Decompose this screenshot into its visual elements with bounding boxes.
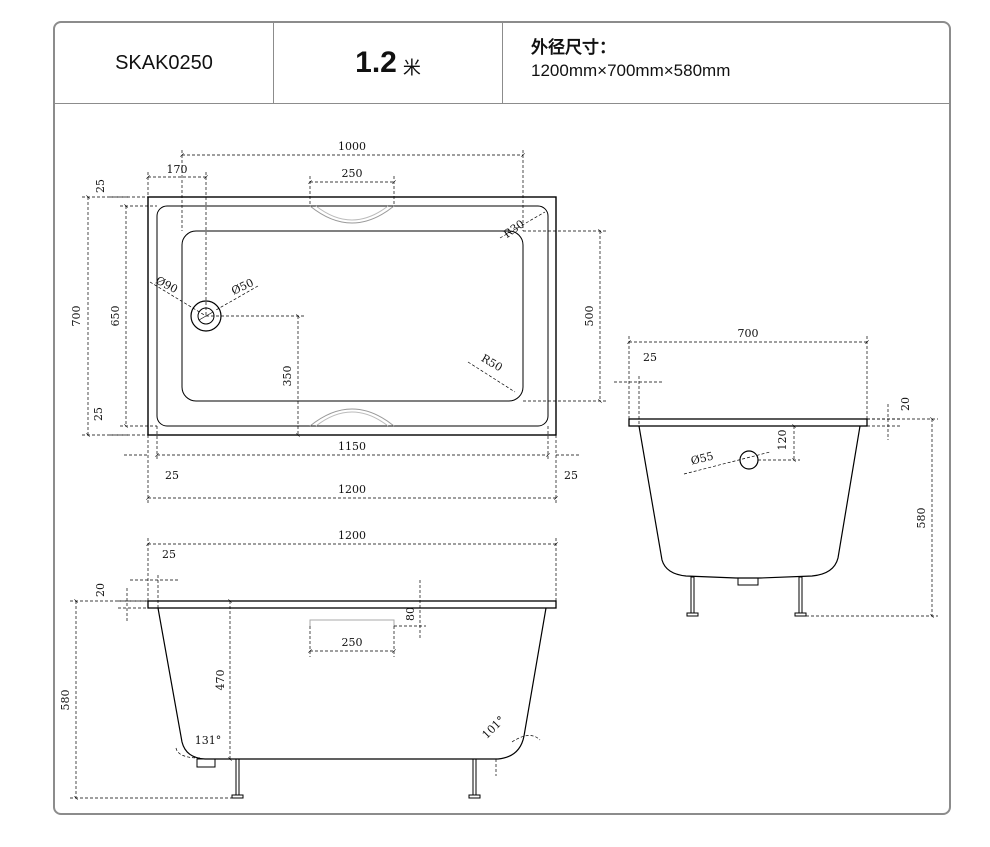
- dim-top-rim-25: 25: [94, 179, 107, 193]
- dim-500: 500: [583, 306, 596, 327]
- dim-overflow-80: 80: [404, 607, 417, 621]
- dim-depth-470: 470: [214, 670, 227, 691]
- side-foot-left: [231, 794, 244, 799]
- dim-dia-55: Ø55: [689, 450, 714, 468]
- end-overflow-hole: [739, 450, 759, 470]
- armrest-top: [309, 205, 395, 224]
- dim-side-rim-20: 20: [94, 583, 107, 597]
- dim-end-580: 580: [915, 508, 928, 529]
- dim-angle-131: 131°: [195, 734, 222, 747]
- end-foot-left: [686, 612, 699, 617]
- size-value: 1.2: [355, 46, 397, 79]
- dim-end-120: 120: [776, 430, 789, 451]
- dim-end-rim-20: 20: [899, 397, 912, 411]
- side-slot: [309, 619, 395, 626]
- dim-side-580: 580: [59, 690, 72, 711]
- dim-bottom-rim-25: 25: [92, 407, 105, 421]
- armrest-top-inner: [315, 205, 389, 221]
- top-view: [82, 150, 606, 504]
- dim-end-700: 700: [738, 327, 759, 340]
- dim-350: 350: [281, 366, 294, 387]
- side-drain: [196, 758, 216, 768]
- dim-1200-top: 1200: [338, 483, 366, 496]
- drawing-frame: SKAK0250 1.2 米 外径尺寸： 1200mm×700mm×580mm: [53, 21, 951, 815]
- dim-170: 170: [167, 163, 188, 176]
- dim-slot-250: 250: [342, 636, 363, 649]
- side-view: [70, 538, 558, 800]
- side-foot-right: [468, 794, 481, 799]
- armrest-bottom: [309, 408, 395, 427]
- dims-cell: 外径尺寸： 1200mm×700mm×580mm: [503, 23, 949, 103]
- end-leg-left: [690, 576, 695, 614]
- dim-1200-side: 1200: [338, 529, 366, 542]
- dim-r50: R50: [479, 352, 505, 374]
- end-view: [614, 336, 938, 618]
- dims-title: 外径尺寸：: [531, 38, 616, 57]
- dim-right-rim-25: 25: [564, 469, 578, 482]
- size-unit: 米: [402, 58, 421, 78]
- dim-1000: 1000: [338, 140, 366, 153]
- end-leg-right: [798, 576, 803, 614]
- side-leg-right: [472, 758, 477, 796]
- dim-dia-50: Ø50: [229, 276, 255, 298]
- top-inner-rim: [156, 205, 549, 427]
- dim-1150: 1150: [338, 440, 366, 453]
- model-code: SKAK0250: [115, 51, 213, 74]
- side-rim: [147, 600, 557, 609]
- end-body: [638, 425, 861, 579]
- end-rim: [628, 418, 868, 427]
- dim-side-rim-25: 25: [162, 548, 176, 561]
- dim-700: 700: [70, 306, 83, 327]
- top-outer-rim: [147, 196, 557, 436]
- side-body: [157, 607, 547, 760]
- dim-armrest-250: 250: [342, 167, 363, 180]
- model-cell: SKAK0250: [55, 23, 274, 103]
- dim-end-rim-25: 25: [643, 351, 657, 364]
- dim-left-rim-25: 25: [165, 469, 179, 482]
- armrest-bottom-inner: [315, 411, 389, 427]
- dim-angle-101: 101°: [480, 714, 508, 742]
- dims-value: 1200mm×700mm×580mm: [531, 61, 731, 80]
- spec-header: SKAK0250 1.2 米 外径尺寸： 1200mm×700mm×580mm: [55, 23, 949, 104]
- end-drain: [737, 577, 759, 586]
- end-foot-right: [794, 612, 807, 617]
- side-leg-left: [235, 758, 240, 796]
- top-basin: [181, 230, 524, 402]
- size-cell: 1.2 米: [274, 23, 503, 103]
- dim-650: 650: [109, 306, 122, 327]
